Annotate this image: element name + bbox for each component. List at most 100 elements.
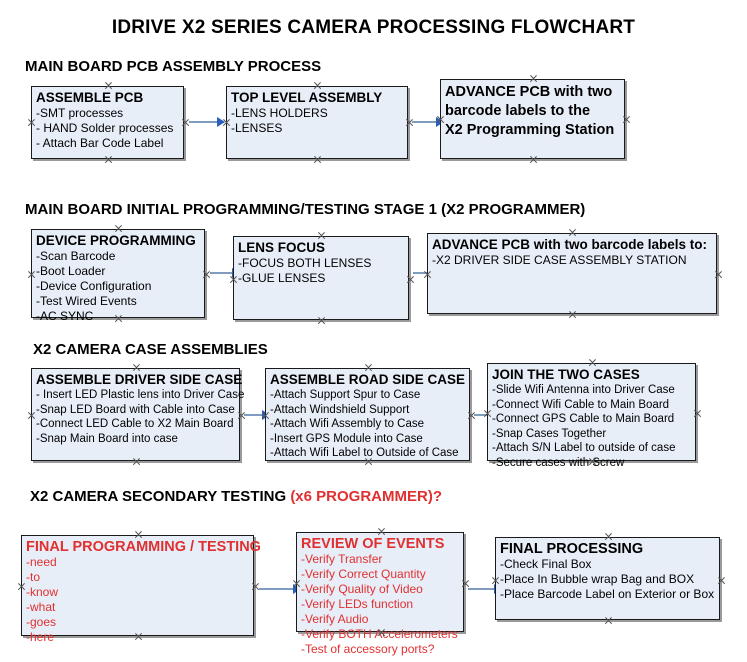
box-line: -Verify Correct Quantity [301,567,426,581]
process-box-advance-pcb-station[interactable]: ADVANCE PCB with two barcode labels to t… [440,79,625,159]
box-line: -need [26,555,57,569]
section-heading-4-text: X2 CAMERA SECONDARY TESTING [30,488,291,505]
process-box-review-of-events[interactable]: REVIEW OF EVENTS -Verify Transfer -Verif… [296,532,464,656]
box-line: -GLUE LENSES [238,271,326,285]
box-line: -to [26,570,41,584]
section-heading-4-red: (x6 PROGRAMMER)? [290,488,442,505]
box-title: ASSEMBLE PCB [36,90,144,105]
box-line: -Test Wired Events [36,294,137,308]
box-line: -know [26,585,59,599]
handle-left-icon[interactable] [27,411,36,420]
box-title: FINAL PROCESSING [500,541,644,557]
process-box-assemble-pcb[interactable]: ASSEMBLE PCB -SMT processes - HAND Solde… [31,86,184,159]
section-heading-2-text: MAIN BOARD INITIAL PROGRAMMING/TESTING S… [25,201,586,218]
process-box-advance-pcb-driver-case[interactable]: ADVANCE PCB with two barcode labels to: … [427,233,717,314]
box-line: - Insert LED Plastic lens into Driver Ca… [36,389,245,401]
connector-arrow [189,117,225,127]
box-line: -AC SYNC [36,309,94,323]
handle-left-icon[interactable] [27,118,36,127]
process-box-assemble-driver-side-case[interactable]: ASSEMBLE DRIVER SIDE CASE - Insert LED P… [31,368,245,461]
handle-top-icon[interactable] [377,527,386,536]
handle-right-icon[interactable] [406,275,415,284]
handle-bottom-icon[interactable] [529,155,538,164]
handle-right-icon[interactable] [237,411,246,420]
handle-left-icon[interactable] [292,579,301,588]
process-box-device-programming[interactable]: DEVICE PROGRAMMING -Scan Barcode -Boot L… [31,229,205,323]
box-line: -Verify BOTH Accelerometers [301,627,458,641]
handle-left-icon[interactable] [436,115,445,124]
handle-top-icon[interactable] [132,363,141,372]
handle-top-icon[interactable] [313,81,322,90]
handle-left-icon[interactable] [222,118,231,127]
handle-right-icon[interactable] [693,409,702,418]
box-line: -here [26,630,55,644]
handle-left-icon[interactable] [17,582,26,591]
handle-top-icon[interactable] [364,363,373,372]
handle-right-icon[interactable] [714,270,723,279]
handle-bottom-icon[interactable] [568,310,577,319]
handle-bottom-icon[interactable] [104,155,113,164]
handle-top-icon[interactable] [588,358,597,367]
process-box-join-the-two-cases[interactable]: JOIN THE TWO CASES -Slide Wifi Antenna i… [487,363,696,469]
box-title: ADVANCE PCB with two barcode labels to: [432,237,708,252]
handle-left-icon[interactable] [261,411,270,420]
box-title: ADVANCE PCB with two [445,84,613,100]
box-line: -Insert GPS Module into Case [270,432,423,445]
handle-right-icon[interactable] [251,582,260,591]
handle-right-icon[interactable] [622,115,631,124]
box-line: -Connect Wifi Cable to Main Board [492,398,670,411]
handle-right-icon[interactable] [461,579,470,588]
handle-right-icon[interactable] [405,118,414,127]
process-box-final-programming-testing[interactable]: FINAL PROGRAMMING / TESTING -need -to -k… [21,535,261,644]
handle-right-icon[interactable] [181,118,190,127]
handle-right-icon[interactable] [467,411,476,420]
handle-left-icon[interactable] [27,270,36,279]
box-line: -Verify Transfer [301,552,383,566]
box-line: -FOCUS BOTH LENSES [238,256,372,270]
box-title: DEVICE PROGRAMMING [36,233,196,248]
handle-bottom-icon[interactable] [313,155,322,164]
handle-bottom-icon[interactable] [132,457,141,466]
handle-top-icon[interactable] [317,231,326,240]
handle-right-icon[interactable] [717,576,726,585]
handle-top-icon[interactable] [568,228,577,237]
box-line: -Check Final Box [500,557,592,571]
box-line: -Boot Loader [36,264,106,278]
box-line: -LENSES [231,121,283,135]
box-line: -Verify Audio [301,612,369,626]
box-line: -Snap Main Board into case [36,432,178,445]
box-line: -Snap LED Board with Cable into Case [36,403,235,416]
handle-left-icon[interactable] [423,270,432,279]
connector-arrow [259,584,301,594]
box-line: -Secure cases with Screw [492,456,625,469]
handle-top-icon[interactable] [529,74,538,83]
box-line: -goes [26,615,57,629]
process-box-lens-focus[interactable]: LENS FOCUS -FOCUS BOTH LENSES -GLUE LENS… [233,236,409,320]
handle-left-icon[interactable] [491,576,500,585]
handle-top-icon[interactable] [604,532,613,541]
box-line: -SMT processes [36,106,124,120]
handle-left-icon[interactable] [483,409,492,418]
handle-top-icon[interactable] [104,81,113,90]
handle-right-icon[interactable] [202,270,211,279]
box-line: barcode labels to the [445,103,591,119]
box-line: -Connect GPS Cable to Main Board [492,413,675,425]
process-box-final-processing[interactable]: FINAL PROCESSING -Check Final Box -Place… [495,537,720,620]
box-title: FINAL PROGRAMMING / TESTING [26,539,261,555]
process-box-assemble-road-side-case[interactable]: ASSEMBLE ROAD SIDE CASE -Attach Support … [265,368,470,461]
handle-left-icon[interactable] [229,275,238,284]
page-title: IDRIVE X2 SERIES CAMERA PROCESSING FLOWC… [111,17,636,38]
handle-top-icon[interactable] [114,224,123,233]
section-heading-1-text: MAIN BOARD PCB ASSEMBLY PROCESS [25,58,322,75]
process-box-top-level-assembly[interactable]: TOP LEVEL ASSEMBLY -LENS HOLDERS -LENSES [226,86,408,159]
handle-top-icon[interactable] [134,530,143,539]
box-line: X2 Programming Station [445,122,615,138]
section-heading-3-text: X2 CAMERA CASE ASSEMBLIES [33,341,268,358]
box-line: -Attach Support Spur to Case [270,389,421,401]
box-line: -Device Configuration [36,279,152,293]
box-line: -Scan Barcode [36,249,116,263]
box-title: JOIN THE TWO CASES [492,367,640,382]
handle-bottom-icon[interactable] [604,616,613,625]
handle-bottom-icon[interactable] [317,316,326,325]
